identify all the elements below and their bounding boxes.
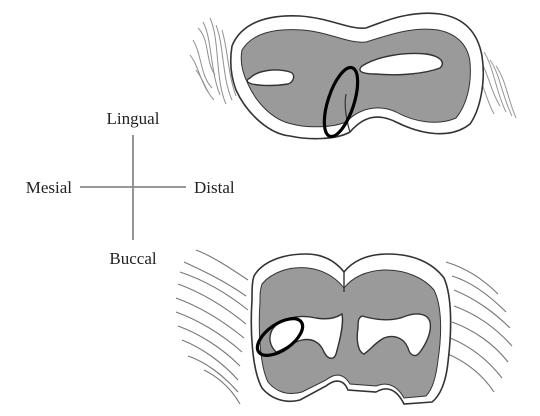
mesial-label: Mesial bbox=[26, 178, 73, 197]
upper-left-gingiva-hatching bbox=[190, 18, 236, 104]
lingual-label: Lingual bbox=[107, 109, 160, 128]
buccal-label: Buccal bbox=[109, 249, 156, 268]
lower-left-gingiva-hatching bbox=[176, 250, 248, 404]
distal-label: Distal bbox=[194, 178, 235, 197]
lower-right-gingiva-hatching bbox=[446, 262, 512, 392]
orientation-compass: Lingual Mesial Distal Buccal bbox=[26, 109, 235, 268]
upper-tooth-section bbox=[190, 13, 516, 140]
lower-tooth-section bbox=[176, 250, 512, 404]
